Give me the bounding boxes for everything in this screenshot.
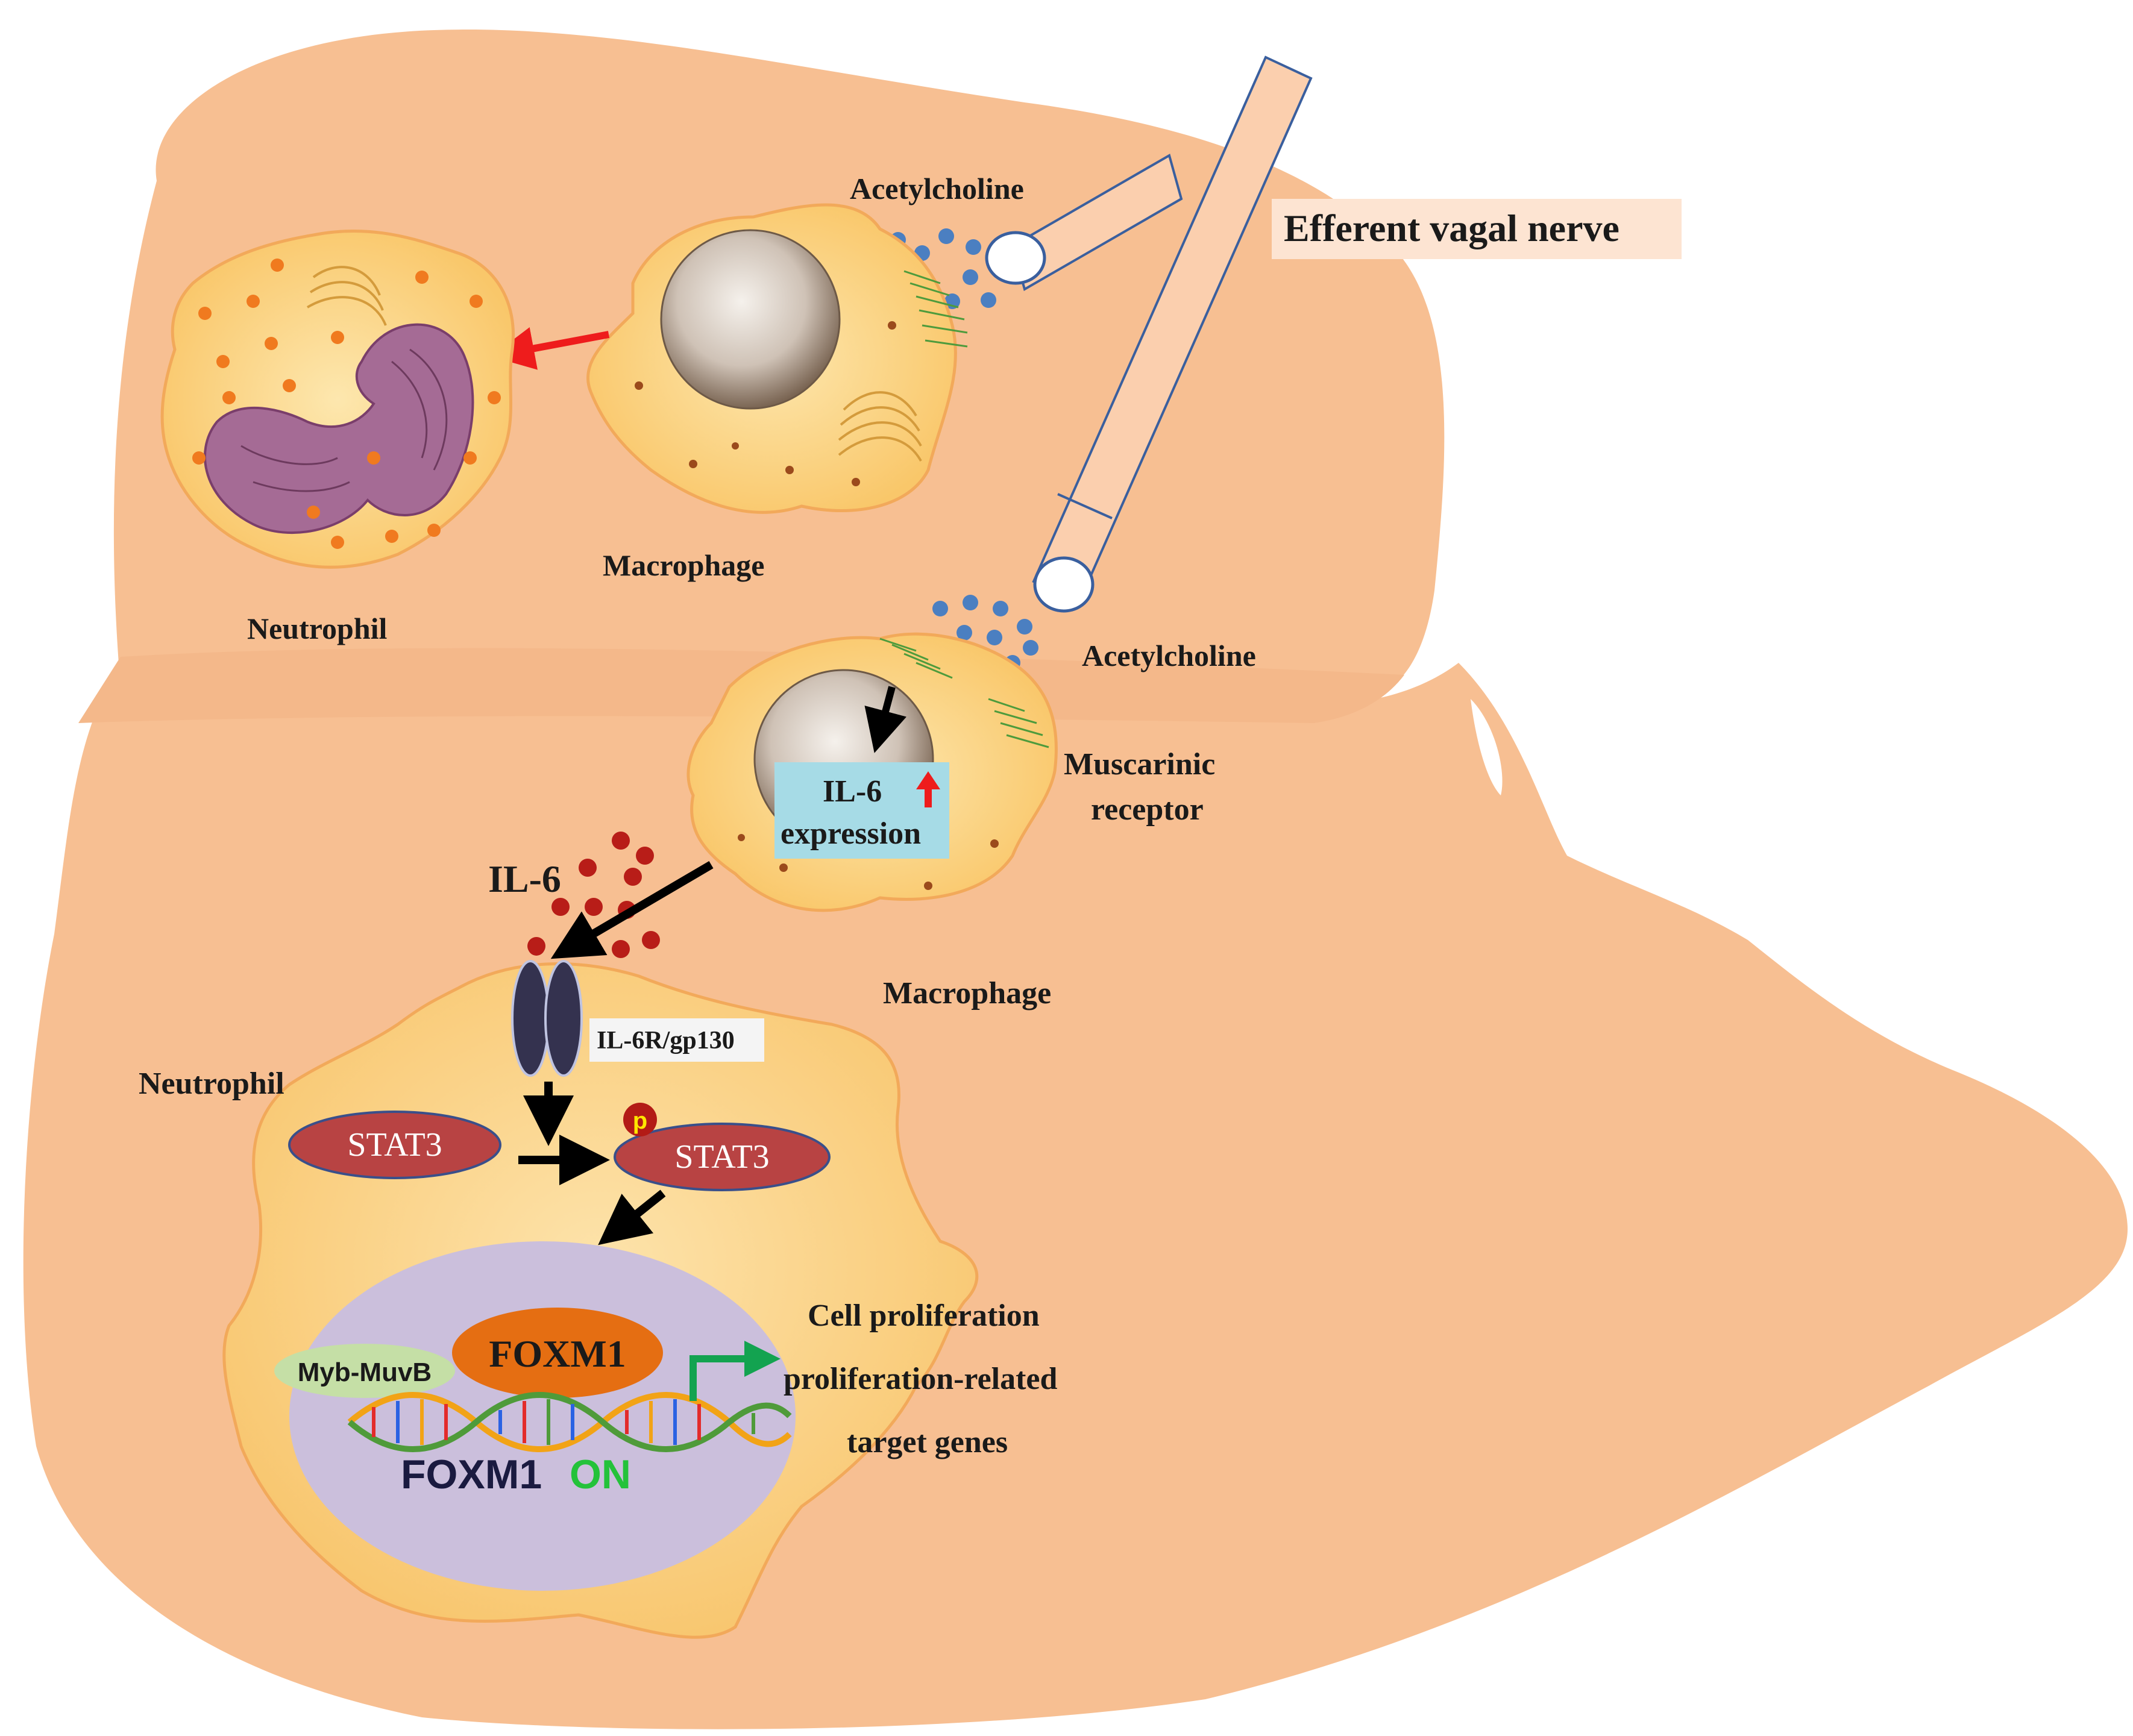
arrow-stat3-to-nucleus <box>598 1189 666 1246</box>
il6r-label-box <box>589 1018 764 1062</box>
stat3-phosphorylated <box>614 1123 831 1191</box>
red-arrow-recruitment <box>491 327 610 370</box>
myb-muvb-label: Myb-MuvB <box>298 1358 432 1387</box>
target-genes-line2: proliferation-related <box>784 1362 1057 1396</box>
acetylcholine-label-top: Acetylcholine <box>850 172 1024 205</box>
macrophage-nucleus-top <box>660 229 841 410</box>
foxm1-on-prefix: FOXM1 <box>401 1452 542 1497</box>
neutrophil-label-top: Neutrophil <box>247 612 388 645</box>
dna-helix <box>347 1392 792 1452</box>
foxm1-protein <box>452 1308 663 1398</box>
il6-label: IL-6 <box>488 857 561 900</box>
il6r-gp130-label: IL-6R/gp130 <box>597 1027 735 1054</box>
efferent-vagal-nerve-label: Efferent vagal nerve <box>1284 207 1619 249</box>
acetylcholine-label-mid: Acetylcholine <box>1082 639 1256 672</box>
nerve-label-box <box>1272 199 1682 259</box>
nerve-terminal-top <box>985 231 1046 285</box>
target-genes-line1: Cell proliferation <box>808 1299 1040 1333</box>
phospho-circle <box>623 1103 657 1136</box>
foxm1-on-suffix: ON <box>570 1452 631 1497</box>
upregulation-arrow-icon <box>916 771 940 807</box>
il6-expression-line2: expression <box>781 816 921 851</box>
macrophage-label-top: Macrophage <box>603 548 764 582</box>
stat3-right-label: STAT3 <box>674 1138 769 1176</box>
stat3-left-label: STAT3 <box>347 1126 442 1164</box>
neutrophil-label-bottom: Neutrophil <box>139 1067 284 1101</box>
macrophage-label-bottom: Macrophage <box>883 976 1051 1011</box>
arrow-il6-to-receptor <box>550 860 714 959</box>
macrophage-top <box>586 203 968 514</box>
neutrophil-nucleus-top <box>204 323 474 534</box>
arrow-to-il6-expression <box>864 686 907 753</box>
foxm1-label: FOXM1 <box>489 1332 626 1375</box>
target-genes-line3: target genes <box>847 1425 1008 1459</box>
neutrophil-nucleus-bottom <box>289 1241 796 1591</box>
il6-expression-box <box>774 762 949 859</box>
il6-expression-line1: IL-6 <box>823 774 882 809</box>
nerve-terminal-bottom <box>1033 556 1095 613</box>
il6r-gp130-receptor <box>511 939 583 1077</box>
transcription-start-arrow-icon <box>690 1341 781 1401</box>
phospho-label: p <box>633 1108 647 1134</box>
neutrophil-top <box>160 229 515 569</box>
muscarinic-receptor-line2: receptor <box>1091 792 1204 827</box>
myb-muvb-complex <box>274 1344 455 1398</box>
stat3-unphosphorylated <box>288 1111 501 1179</box>
muscarinic-receptor-line1: Muscarinic <box>1064 747 1215 782</box>
efferent-vagal-nerve <box>985 55 1313 613</box>
